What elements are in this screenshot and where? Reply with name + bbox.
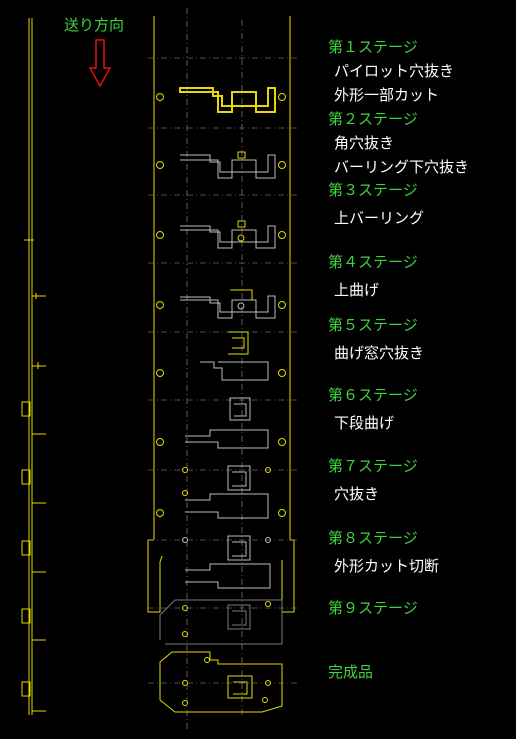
stage-8-op-1: 外形カット切断 — [334, 557, 440, 575]
stage-4-title: 第４ステージ — [328, 253, 418, 271]
stage-5-title: 第５ステージ — [328, 316, 418, 334]
pilot-holes — [156, 93, 286, 517]
stage-1-op-2: 外形一部カット — [334, 86, 440, 104]
stage-7-part — [182, 465, 271, 519]
feed-arrow-icon — [88, 39, 112, 88]
stage-6-title: 第６ステージ — [328, 386, 418, 404]
stage-9-part — [159, 599, 283, 645]
stage-5-op-1: 曲げ窓穴抜き — [334, 344, 425, 362]
stage-2-op-2: バーリング下穴抜き — [334, 158, 470, 176]
stage-8-part — [182, 535, 271, 589]
finished-part — [159, 651, 283, 713]
finished-title: 完成品 — [328, 663, 374, 681]
stage-3-op-1: 上バーリング — [334, 209, 425, 227]
feed-direction-label: 送り方向 — [64, 16, 125, 34]
stage-2-op-1: 角穴抜き — [334, 134, 395, 152]
stage-9-title: 第９ステージ — [328, 599, 418, 617]
stage-3-title: 第３ステージ — [328, 181, 418, 199]
stage-4-part — [180, 289, 276, 319]
stage-6-op-1: 下段曲げ — [334, 414, 395, 432]
strip-side-view — [21, 18, 46, 715]
stage-5-part — [200, 331, 269, 381]
stage-3-part — [180, 220, 276, 249]
stage-1-title: 第１ステージ — [328, 38, 418, 56]
stage-2-title: 第２ステージ — [328, 110, 418, 128]
stage-8-title: 第８ステージ — [328, 529, 418, 547]
stage-1-op-1: パイロット穴抜き — [334, 62, 455, 80]
stage-6-part — [185, 397, 269, 449]
stage-7-op-1: 穴抜き — [334, 485, 380, 503]
stage-4-op-1: 上曲げ — [334, 281, 380, 299]
stage-1-part — [179, 87, 276, 113]
centerlines — [148, 8, 300, 730]
stage-7-title: 第７ステージ — [328, 457, 418, 475]
stage-2-part — [180, 151, 276, 179]
